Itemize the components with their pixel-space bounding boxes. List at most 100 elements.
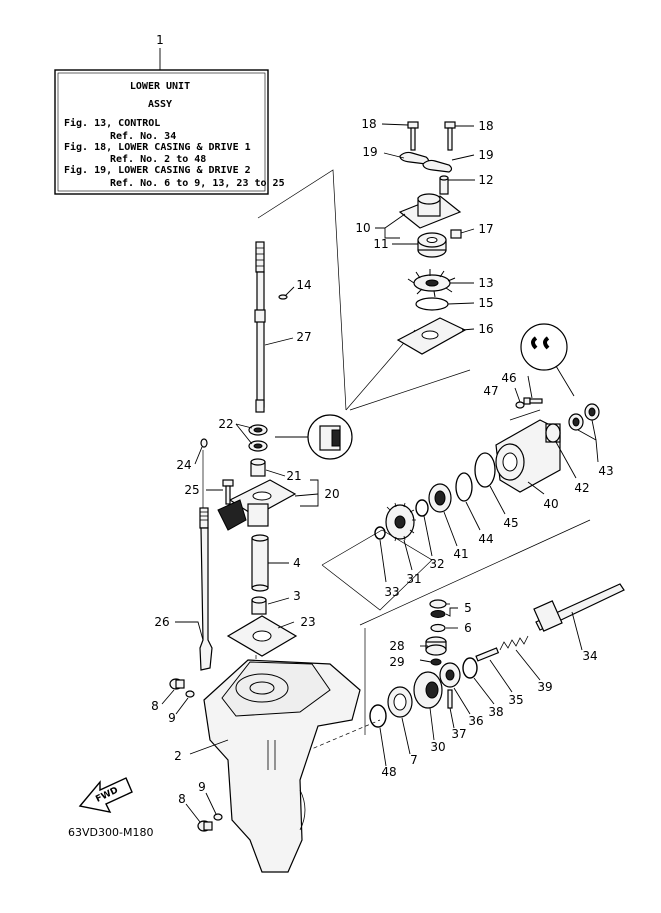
dog-clutch-36 <box>439 662 461 688</box>
callout-8a: 8 <box>151 699 159 713</box>
impeller-13 <box>407 269 456 298</box>
bearing-housing-40 <box>495 419 561 493</box>
callout-2: 2 <box>174 749 182 763</box>
gasket-9b <box>213 813 223 821</box>
bearing-41 <box>428 483 452 513</box>
pin-17 <box>450 229 462 239</box>
seal-detail-icon <box>275 414 353 460</box>
plug-8a <box>169 678 185 690</box>
oil-seals-22 <box>248 424 268 452</box>
callout-46: 46 <box>501 371 516 385</box>
callout-19a: 19 <box>362 145 377 159</box>
fwd-arrow-icon: FWD <box>78 777 133 813</box>
callout-40: 40 <box>543 497 558 511</box>
callout-15: 15 <box>478 296 493 310</box>
water-pump-housing-10 <box>398 175 462 229</box>
o-ring-45 <box>474 452 496 488</box>
box-ref-18: Ref. No. 2 to 48 <box>110 154 206 165</box>
grommet-3 <box>251 596 267 615</box>
callout-8b: 8 <box>178 792 186 806</box>
callouts: 18 18 19 19 12 10 11 17 13 15 16 14 27 2… <box>151 117 613 806</box>
drawing-code: 63VD300-M180 <box>68 826 153 839</box>
callout-39: 39 <box>537 680 552 694</box>
shift-rod-26 <box>199 507 213 671</box>
callout-4: 4 <box>293 556 301 570</box>
box-fig-13: Fig. 13, CONTROL <box>64 117 160 129</box>
callout-9a: 9 <box>168 711 176 725</box>
pin-24 <box>200 438 208 448</box>
shim-32 <box>415 499 429 517</box>
callout-32: 32 <box>429 557 444 571</box>
bearing-42 <box>545 423 561 443</box>
callout-18a: 18 <box>361 117 376 131</box>
callout-7: 7 <box>410 753 418 767</box>
propeller-shaft-34 <box>533 583 625 632</box>
insert-cartridge-11 <box>417 232 447 258</box>
callout-5: 5 <box>464 601 472 615</box>
callout-21: 21 <box>286 469 301 483</box>
callout-41: 41 <box>453 547 468 561</box>
callout-37: 37 <box>451 727 466 741</box>
bushing-21 <box>250 458 266 477</box>
box-ref-13: Ref. No. 34 <box>110 131 176 142</box>
info-box: 1 LOWER UNIT ASSY Fig. 13, CONTROL Ref. … <box>54 33 285 195</box>
leader-lines <box>161 123 599 823</box>
callout-19b: 19 <box>478 148 493 162</box>
grease-detail-icon <box>520 323 575 397</box>
water-pump-base-20 <box>228 479 297 527</box>
washer-6 <box>430 623 446 633</box>
box-title-1: LOWER UNIT <box>130 81 190 92</box>
box-fig-19: Fig. 19, LOWER CASING & DRIVE 2 <box>64 164 251 176</box>
callout-42: 42 <box>574 481 589 495</box>
callout-48: 48 <box>381 765 396 779</box>
callout-14: 14 <box>296 278 311 292</box>
plug-8b <box>197 820 213 832</box>
pinion-28 <box>425 636 447 656</box>
washer-38 <box>462 657 478 679</box>
callout-13: 13 <box>478 276 493 290</box>
callout-30: 30 <box>430 740 445 754</box>
callout-3: 3 <box>293 589 301 603</box>
callout-45: 45 <box>503 516 518 530</box>
forward-gear-31 <box>385 502 416 542</box>
callout-22: 22 <box>218 417 233 431</box>
pin-35 <box>475 647 500 662</box>
callout-11: 11 <box>373 237 388 251</box>
gasket-15 <box>415 297 449 311</box>
pin-37 <box>447 689 453 709</box>
callout-18b: 18 <box>478 119 493 133</box>
water-tube-4 <box>251 534 269 592</box>
callout-31: 31 <box>406 572 421 586</box>
callout-20: 20 <box>324 487 339 501</box>
callout-9b: 9 <box>198 780 206 794</box>
shift-bracket <box>217 499 247 531</box>
box-ref-19: Ref. No. 6 to 9, 13, 23 to 25 <box>110 178 285 189</box>
callout-25: 25 <box>184 483 199 497</box>
oil-seals-43 <box>568 403 600 431</box>
box-fig-18: Fig. 18, LOWER CASING & DRIVE 1 <box>64 141 251 153</box>
bolt-46 <box>523 397 543 405</box>
pump-bolts-18 <box>407 121 456 151</box>
callout-10: 10 <box>355 221 370 235</box>
reverse-gear-30 <box>413 671 443 709</box>
shim-48 <box>369 704 387 728</box>
o-ring-44 <box>455 472 473 502</box>
callout-44: 44 <box>478 532 493 546</box>
callout-26: 26 <box>154 615 169 629</box>
callout-6: 6 <box>464 621 472 635</box>
bearing-7 <box>387 686 413 718</box>
circlip-33 <box>374 526 386 540</box>
callout-17: 17 <box>478 222 493 236</box>
callout-34: 34 <box>582 649 597 663</box>
drive-shaft-27 <box>254 241 266 413</box>
callout-33: 33 <box>384 585 399 599</box>
callout-24: 24 <box>176 458 191 472</box>
bolt-25 <box>222 479 234 505</box>
callout-12: 12 <box>478 173 493 187</box>
bearing-5 <box>429 599 447 618</box>
plates-19 <box>399 151 453 173</box>
lower-casing-2 <box>203 659 361 873</box>
callout-43: 43 <box>598 464 613 478</box>
spring-39 <box>499 635 529 651</box>
